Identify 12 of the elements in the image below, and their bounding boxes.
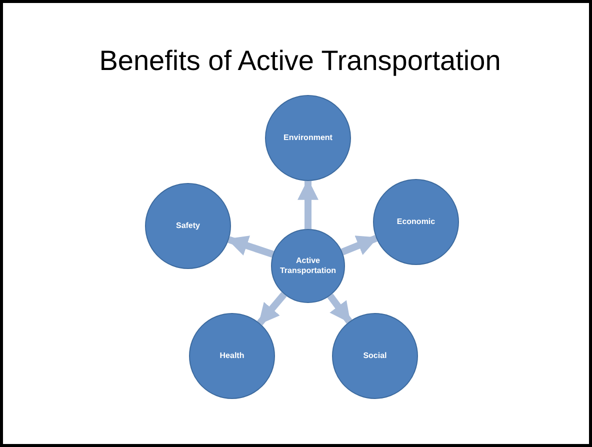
node-label: Active Transportation (278, 256, 337, 276)
node-label: Social (362, 351, 388, 361)
slide-title: Benefits of Active Transportation (98, 44, 502, 78)
block-arrow (226, 236, 274, 258)
block-arrow (327, 294, 352, 324)
block-arrow (340, 234, 378, 256)
node-label: Safety (174, 221, 201, 231)
block-arrow (257, 292, 287, 326)
node-label: Health (218, 351, 246, 361)
block-arrow (298, 178, 318, 229)
node-label: Environment (282, 133, 334, 143)
node-label: Economic (396, 217, 436, 227)
